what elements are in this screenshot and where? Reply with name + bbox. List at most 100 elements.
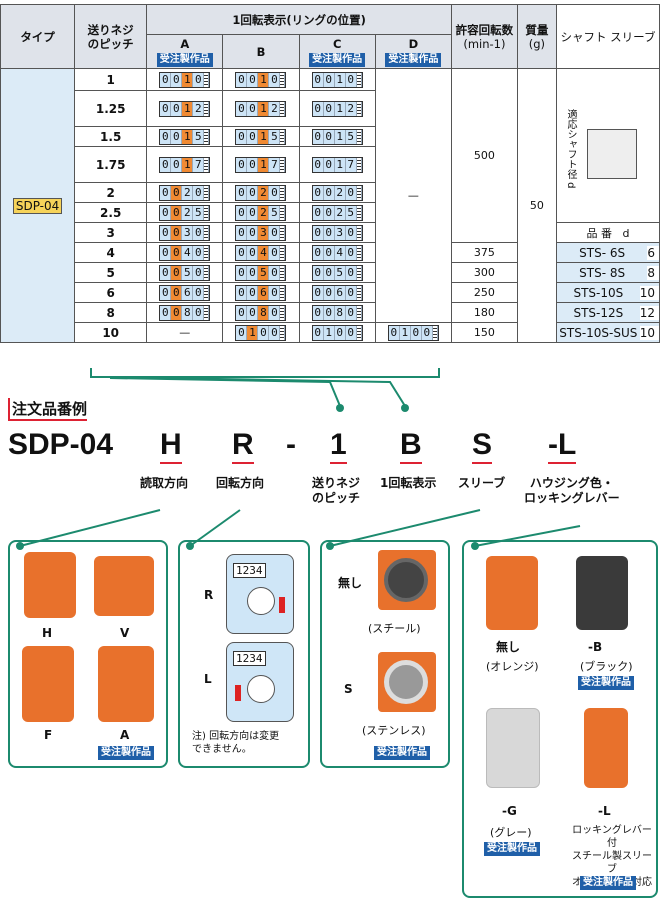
label-housing-L: -L <box>598 804 611 818</box>
pitch-cell: 3 <box>74 222 148 243</box>
made-to-order-badge: 受注製作品 <box>484 842 540 856</box>
order-title: 注文品番例 <box>8 398 88 421</box>
pitch-cell: 10 <box>74 322 148 343</box>
housing-gray-image <box>486 708 540 788</box>
made-to-order-badge: 受注製作品 <box>374 746 430 760</box>
label-rotation: 回転方向 <box>216 476 265 490</box>
label-A: A <box>120 728 130 742</box>
made-to-order-badge: 受注製作品 <box>580 876 636 890</box>
label-sleeve: スリーブ <box>458 476 506 490</box>
label-read: 読取方向 <box>140 476 189 490</box>
order-code-S: S <box>472 428 493 464</box>
label-V: V <box>120 626 130 640</box>
made-to-order-badge: 受注製作品 <box>98 746 154 760</box>
header-pitch: 送りネジ のピッチ <box>74 4 148 69</box>
ring-a: — <box>146 322 224 343</box>
pitch-cell: 1.75 <box>74 146 148 183</box>
rotation-box: R 1234 L 1234 注) 回転方向は変更 できません。 <box>178 540 310 768</box>
label-housing: ハウジング色・ ロッキングレバー <box>524 476 620 505</box>
speed-cell: 300 <box>450 262 518 283</box>
label-housing-G: -G <box>502 804 517 818</box>
housing-black-image <box>576 556 628 630</box>
rotation-note: 注) 回転方向は変更 できません。 <box>192 731 280 755</box>
label-housing-none: 無し <box>496 640 521 654</box>
speed-cell: 375 <box>450 242 518 263</box>
knob-V-image <box>94 556 154 616</box>
mass-cell: 50 <box>516 68 557 343</box>
label-display: 1回転表示 <box>380 476 437 490</box>
spec-table: タイプ 送りネジ のピッチ 1回転表示(リングの位置) 許容回転数(min-1)… <box>0 4 661 343</box>
pitch-cell: 6 <box>74 282 148 303</box>
sleeve-stainless-image <box>378 652 436 712</box>
order-code-B: B <box>400 428 422 464</box>
pitch-cell: 1.5 <box>74 126 148 147</box>
knob-H-image <box>24 552 76 618</box>
sleeve-box: 無し (スチール) S (ステンレス) 受注製作品 <box>320 540 450 768</box>
label-housing-B: -B <box>588 640 603 654</box>
housing-lever-image <box>584 708 628 788</box>
label-H: H <box>42 626 53 640</box>
label-pitch: 送りネジ のピッチ <box>312 476 361 505</box>
label-R: R <box>204 588 214 602</box>
housing-box: 無し -B (オレンジ) (ブラック) 受注製作品 -G -L (グレー) 受注… <box>462 540 658 898</box>
type-cell: SDP-04 <box>0 68 76 343</box>
order-code-1: 1 <box>330 428 347 464</box>
knob-F-image <box>22 646 74 722</box>
housing-orange-image <box>486 556 538 630</box>
order-code-H: H <box>160 428 182 464</box>
shaft-diagram: 適応シャフト径 d <box>555 68 661 223</box>
sleeve-steel-image <box>378 550 436 610</box>
speed-cell: 500 <box>450 68 518 243</box>
order-code-dash: - <box>286 428 296 461</box>
